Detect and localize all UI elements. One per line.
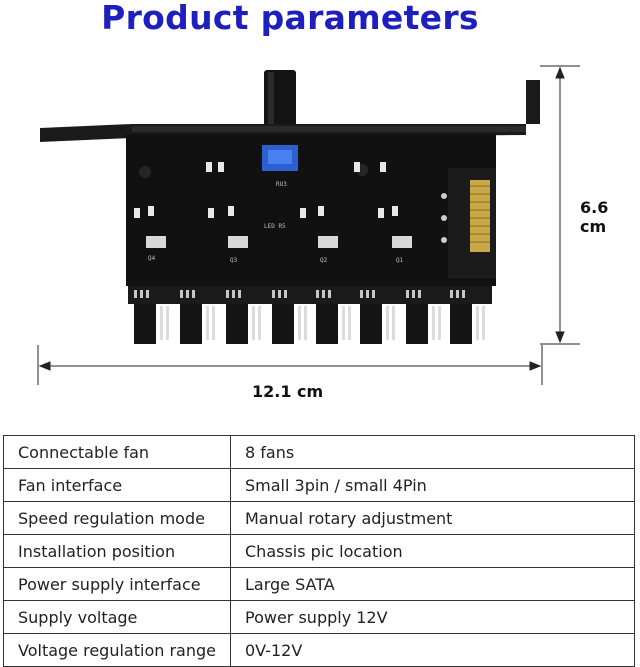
header-pins	[134, 290, 465, 298]
parameter-table: Connectable fan 8 fans Fan interface Sma…	[3, 435, 635, 667]
param-value: 8 fans	[230, 435, 635, 469]
param-name: Connectable fan	[3, 435, 231, 469]
label-q4: Q4	[148, 255, 156, 262]
product-diagram: Q4 Q3 Q2 Q1 LED R5 RU3	[37, 65, 580, 385]
label-q3: Q3	[230, 257, 238, 264]
table-row: Voltage regulation range 0V-12V	[3, 633, 635, 667]
param-name: Installation position	[3, 534, 231, 568]
param-name: Speed regulation mode	[3, 501, 231, 535]
table-row: Installation position Chassis pic locati…	[3, 534, 635, 568]
page-title: Product parameters	[101, 0, 479, 37]
fan-header-strip	[128, 286, 492, 304]
param-value: Small 3pin / small 4Pin	[230, 468, 635, 502]
param-name: Fan interface	[3, 468, 231, 502]
param-name: Voltage regulation range	[3, 633, 231, 667]
param-name: Supply voltage	[3, 600, 231, 634]
param-name: Power supply interface	[3, 567, 231, 601]
label-ru3: RU3	[276, 181, 287, 188]
pcb-board	[126, 134, 496, 286]
height-dimension-label: 6.6 cm	[580, 198, 609, 236]
label-q1: Q1	[396, 257, 404, 264]
param-value: Chassis pic location	[230, 534, 635, 568]
width-dimension-label: 12.1 cm	[252, 382, 324, 401]
transistor-row	[146, 236, 412, 248]
table-row: Connectable fan 8 fans	[3, 435, 635, 469]
table-row: Speed regulation mode Manual rotary adju…	[3, 501, 635, 535]
param-value: Power supply 12V	[230, 600, 635, 634]
label-led: LED R5	[264, 223, 286, 230]
table-row: Fan interface Small 3pin / small 4Pin	[3, 468, 635, 502]
param-value: Large SATA	[230, 567, 635, 601]
table-row: Power supply interface Large SATA	[3, 567, 635, 601]
dimension-lines	[37, 65, 580, 385]
param-value: Manual rotary adjustment	[230, 501, 635, 535]
label-q2: Q2	[320, 257, 328, 264]
param-value: 0V-12V	[230, 633, 635, 667]
table-row: Supply voltage Power supply 12V	[3, 600, 635, 634]
fan-connectors	[134, 304, 472, 344]
